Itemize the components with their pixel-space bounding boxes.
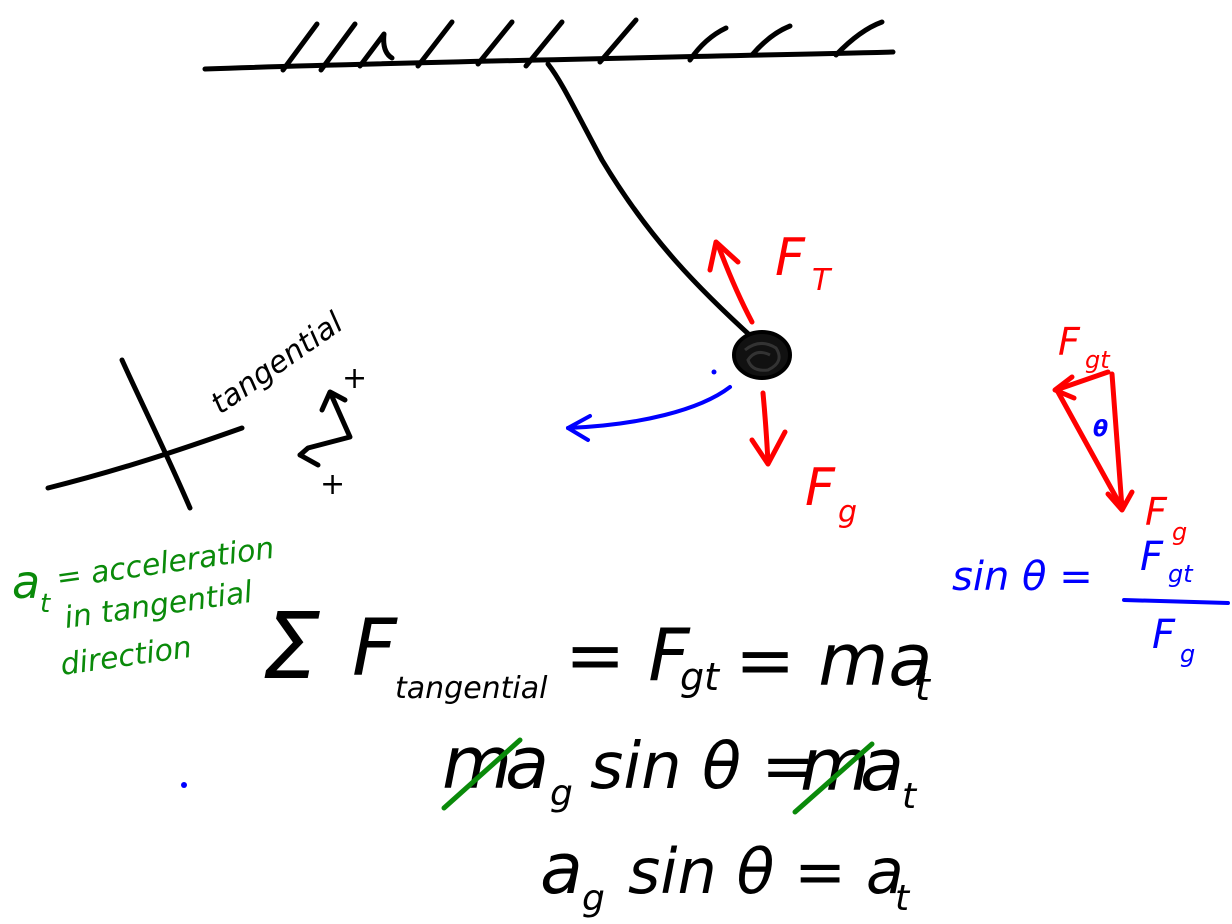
gravity-arrow [749,390,788,467]
sine-denominator-sub: g [1180,640,1195,668]
pendulum-bob [732,330,792,380]
eq1-sigma: Σ [262,593,320,700]
sine-lhs: sin θ = [952,554,1093,600]
eq1-rest: = F [565,613,691,697]
eq3-a-sub: g [582,878,605,919]
cancel-mark-right [792,741,875,815]
eq2-m2: m [800,723,870,807]
note-line3: direction [58,630,194,683]
pendulum-string [545,61,758,343]
component-label: F [1058,320,1081,364]
sine-numerator-sub: gt [1168,560,1194,588]
coordinate-axes [45,357,353,511]
component-gravity-subscript: g [1172,518,1187,546]
note-a: a [12,555,40,609]
tangential-plus: + [342,361,367,396]
ceiling [202,17,896,73]
tension-arrow [707,239,755,325]
tangential-axis-label: tangential [205,305,351,422]
component-gravity-label: F [1145,490,1168,534]
force-triangle [1052,369,1135,513]
gravity-subscript: g [838,495,857,530]
equation-1: Σ F tangential = F gt = ma t [262,593,932,709]
sine-numerator: F [1140,534,1164,580]
eq1-rest-sub: gt [680,655,721,699]
eq3-mid: sin θ = a [628,835,904,908]
eq2-a2-sub: t [902,776,918,817]
radial-plus: + [320,467,345,502]
equation-2: m a g sin θ = m a t [441,721,918,817]
eq1-f: F [352,604,398,694]
eq1-end: = ma [735,618,932,702]
eq2-mid: sin θ = [590,730,815,804]
fraction-bar [1122,598,1230,605]
component-subscript: gt [1085,346,1111,374]
gravity-label: F [805,458,836,518]
eq2-m1: m [442,721,512,805]
motion-arrow [566,369,732,442]
stray-dot [181,782,187,788]
angle-theta: θ [1093,417,1108,442]
sine-equation: sin θ = F gt F g [952,534,1230,668]
equation-3: a g sin θ = a t [540,828,911,919]
eq1-subscript: tangential [395,671,548,706]
tension-subscript: T [812,263,833,298]
eq3-a: a [540,828,583,910]
eq2-a: a [505,721,549,805]
eq1-end-sub: t [915,665,932,709]
acceleration-note: a t = acceleration in tangential directi… [12,531,276,683]
ceiling-hatching [280,17,885,73]
eq2-a2: a [860,723,904,807]
eq3-end-sub: t [895,878,911,919]
tension-label: F [775,228,806,288]
note-a-sub: t [40,589,51,619]
cancel-mark-left [441,737,523,811]
sine-denominator: F [1152,612,1176,658]
eq2-a-sub: g [550,773,573,814]
